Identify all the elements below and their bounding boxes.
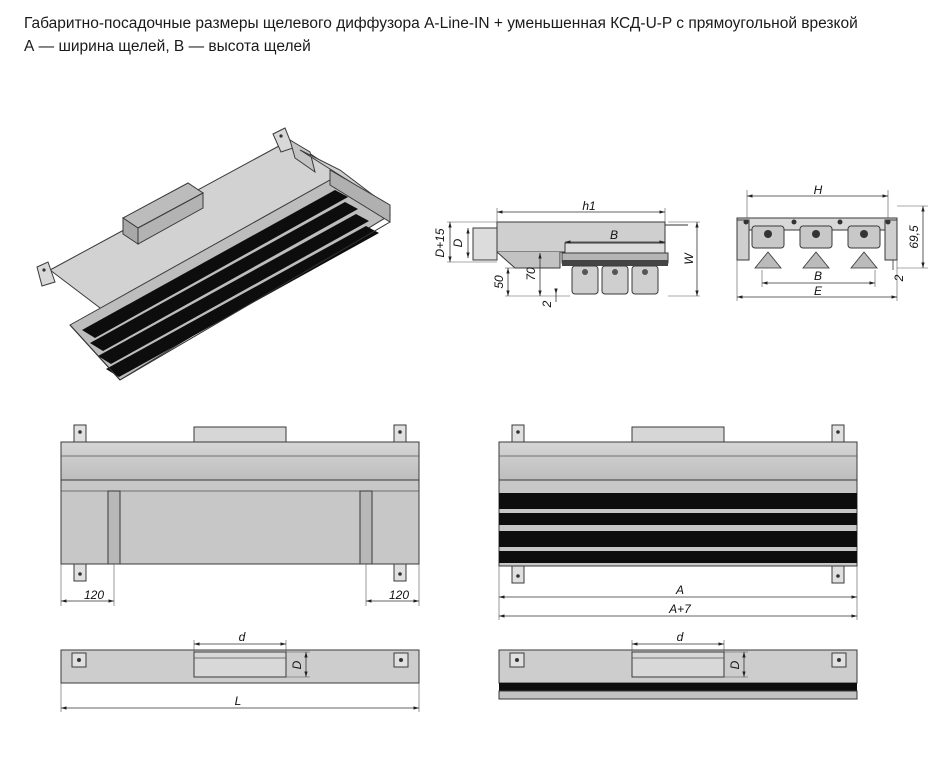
dim-tl-D: D <box>290 660 304 669</box>
fr-spigot <box>631 426 725 443</box>
tr-lip <box>498 690 858 700</box>
tl-spigot <box>193 651 287 678</box>
dim-120-right: 120 <box>389 588 409 602</box>
dim-69: 69,5 <box>907 225 921 249</box>
iso-slot-4 <box>106 226 379 377</box>
front-view-left: 120 120 <box>60 424 420 606</box>
caption-subtitle: А — ширина щелей, В — высота щелей <box>24 38 311 55</box>
side-profile-3 <box>631 265 659 295</box>
caption-title: Габаритно-посадочные размеры щелевого ди… <box>24 15 858 32</box>
iso-slot-3 <box>98 214 369 364</box>
iso-plenum-front <box>137 192 204 245</box>
dim-tl-d: d <box>239 630 246 644</box>
fr-slot-3 <box>499 531 857 547</box>
dim-end-B: B <box>814 269 822 283</box>
dim-120-left: 120 <box>84 588 104 602</box>
side-grille <box>562 260 668 266</box>
tr-slot-edge <box>499 683 857 691</box>
dim-A7: A+7 <box>668 602 692 616</box>
iso-slot-2 <box>90 202 358 351</box>
side-profile-2 <box>601 265 629 295</box>
tr-spigot <box>631 651 725 678</box>
dim-tr-D: D <box>728 660 742 669</box>
side-profile-1 <box>571 265 599 295</box>
front-view-right: A A+7 <box>498 424 858 620</box>
dim-2: 2 <box>540 300 554 308</box>
end-left-flange <box>736 219 750 261</box>
fr-slot-4 <box>499 551 857 563</box>
dim-W: W <box>682 252 696 265</box>
side-spigot <box>472 227 498 261</box>
end-right-flange <box>884 219 898 261</box>
fr-slot-1 <box>499 493 857 509</box>
fl-spigot <box>193 426 287 443</box>
dim-D: D <box>451 238 465 247</box>
top-view-right: d D <box>498 630 858 700</box>
dim-h1: h1 <box>582 199 595 213</box>
fl-lower-body <box>60 479 420 565</box>
fr-slot-2 <box>499 513 857 525</box>
fr-upper-body <box>498 441 858 481</box>
side-neck <box>564 242 666 254</box>
dim-tr-d: d <box>677 630 684 644</box>
end-view: H B E 69,5 2 <box>736 183 928 301</box>
dim-A: A <box>675 583 684 597</box>
dim-50: 50 <box>492 275 506 289</box>
dim-E: E <box>814 284 823 298</box>
iso-slot-1 <box>82 190 348 338</box>
isometric-view <box>36 127 391 381</box>
dim-70: 70 <box>524 267 538 281</box>
dim-end-2: 2 <box>892 274 906 282</box>
fl-upper-body <box>60 441 420 481</box>
side-transition <box>496 251 561 269</box>
dim-D15: D+15 <box>433 228 447 257</box>
caption: Габаритно-посадочные размеры щелевого ди… <box>24 12 858 58</box>
side-section-view: h1 B D+15 D 50 70 2 W <box>433 199 700 308</box>
iso-rim <box>289 138 316 174</box>
dim-B: B <box>610 228 618 242</box>
dim-H: H <box>814 183 823 197</box>
iso-tab-left <box>36 261 56 287</box>
dim-L: L <box>235 694 242 708</box>
top-view-left: d D L <box>60 630 420 712</box>
